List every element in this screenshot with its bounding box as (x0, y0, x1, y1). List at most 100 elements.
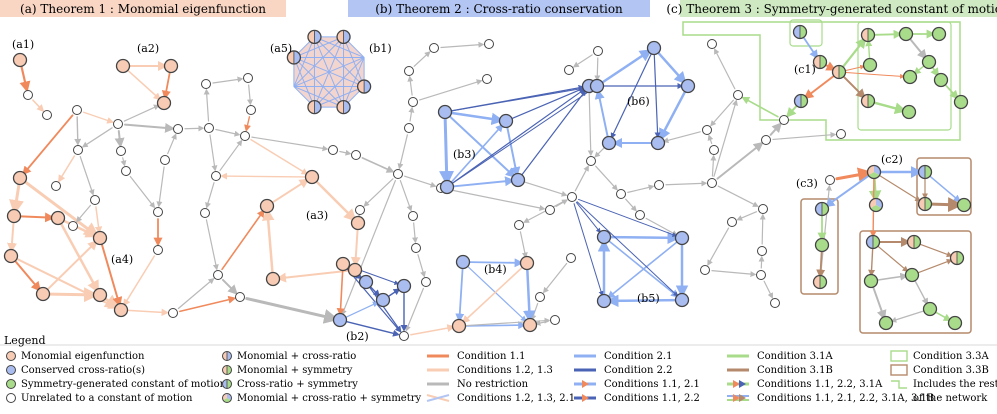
node (795, 95, 808, 108)
node (862, 29, 875, 42)
edge (807, 76, 834, 97)
node (247, 106, 256, 115)
edge (507, 128, 516, 173)
node (757, 271, 766, 280)
edge (717, 144, 760, 178)
edge (597, 58, 598, 79)
edge (919, 260, 951, 272)
edge (910, 39, 924, 56)
node (868, 166, 881, 179)
node (377, 294, 390, 307)
node (603, 137, 616, 150)
node (117, 60, 130, 73)
node (567, 254, 576, 263)
edge (48, 243, 95, 289)
edge (712, 157, 713, 176)
node (308, 30, 321, 43)
edge (207, 183, 214, 207)
edge (846, 72, 903, 76)
node (356, 206, 365, 215)
edge (26, 182, 95, 234)
edge (125, 125, 171, 129)
edge (420, 81, 481, 100)
node (864, 59, 877, 72)
edge (773, 135, 834, 140)
edge (874, 179, 875, 198)
node (833, 66, 846, 79)
node (405, 67, 414, 76)
edge (410, 109, 412, 121)
label-b2: (b2) (346, 330, 369, 343)
legend-col2-0: Monomial + cross-ratio (237, 351, 356, 362)
edge (661, 92, 684, 137)
node (958, 199, 971, 212)
edge (714, 102, 736, 177)
node (771, 299, 780, 308)
edge (414, 223, 416, 241)
legend-swatch-c12-13-21 (427, 395, 449, 401)
legend-swatch-rest-icon (891, 381, 907, 388)
edge (16, 261, 39, 288)
edge (78, 205, 91, 220)
node (587, 157, 596, 166)
label-a3: (a3) (306, 209, 328, 222)
edge (878, 247, 906, 271)
node (94, 232, 107, 245)
edge (789, 106, 797, 115)
node (161, 156, 170, 165)
legend-col5-3: Conditions 1.1, 2.1, 2.2, 3.1A, 3.1B (757, 393, 934, 404)
node (708, 179, 717, 188)
node (908, 236, 921, 249)
edge (343, 181, 396, 314)
node (154, 246, 163, 255)
edge (22, 67, 27, 88)
subfigure-labels: (a1) (a2) (a3) (a4) (a5) (b1) (b2) (b3) … (12, 38, 903, 343)
node (524, 319, 537, 332)
node (594, 47, 603, 56)
edge (222, 212, 263, 270)
edge (771, 125, 780, 135)
edge (598, 93, 607, 136)
edge (346, 303, 376, 317)
edge (520, 232, 525, 256)
node (405, 124, 414, 133)
header-title-c: (c) Theorem 3 : Symmetry-generated const… (666, 2, 997, 16)
node (43, 111, 52, 120)
edge (355, 230, 357, 263)
node (201, 209, 210, 218)
legend-swatch-c11-22-31a (727, 380, 749, 388)
node (24, 91, 33, 100)
label-a4: (a4) (111, 253, 133, 266)
node (352, 217, 365, 230)
node (826, 176, 835, 185)
edge (130, 177, 153, 207)
node (398, 280, 411, 293)
node (919, 198, 932, 211)
edge (340, 271, 342, 313)
edge (577, 202, 677, 295)
node (951, 252, 964, 265)
node (360, 276, 373, 289)
node (244, 74, 253, 83)
edge (665, 132, 700, 141)
legend-col3-1: Conditions 1.2, 1.3 (457, 365, 553, 376)
node (453, 320, 466, 333)
node (865, 275, 878, 288)
label-c1: (c1) (794, 63, 816, 76)
edge (715, 50, 735, 89)
legend-col6-0: Condition 3.3A (913, 351, 989, 362)
legend-node-symmetry (7, 380, 16, 389)
node (923, 56, 936, 69)
legend-col1-3: Unrelated to a constant of motion (21, 393, 193, 404)
edge (915, 66, 923, 72)
edge (537, 321, 548, 323)
label-a2: (a2) (137, 42, 159, 55)
node (52, 182, 61, 191)
node (794, 26, 807, 39)
edge (21, 216, 51, 217)
legend-swatch-c11-21 (574, 380, 596, 388)
edge (453, 90, 591, 183)
edge (128, 310, 166, 312)
label-a1: (a1) (12, 38, 34, 51)
node (816, 239, 829, 252)
